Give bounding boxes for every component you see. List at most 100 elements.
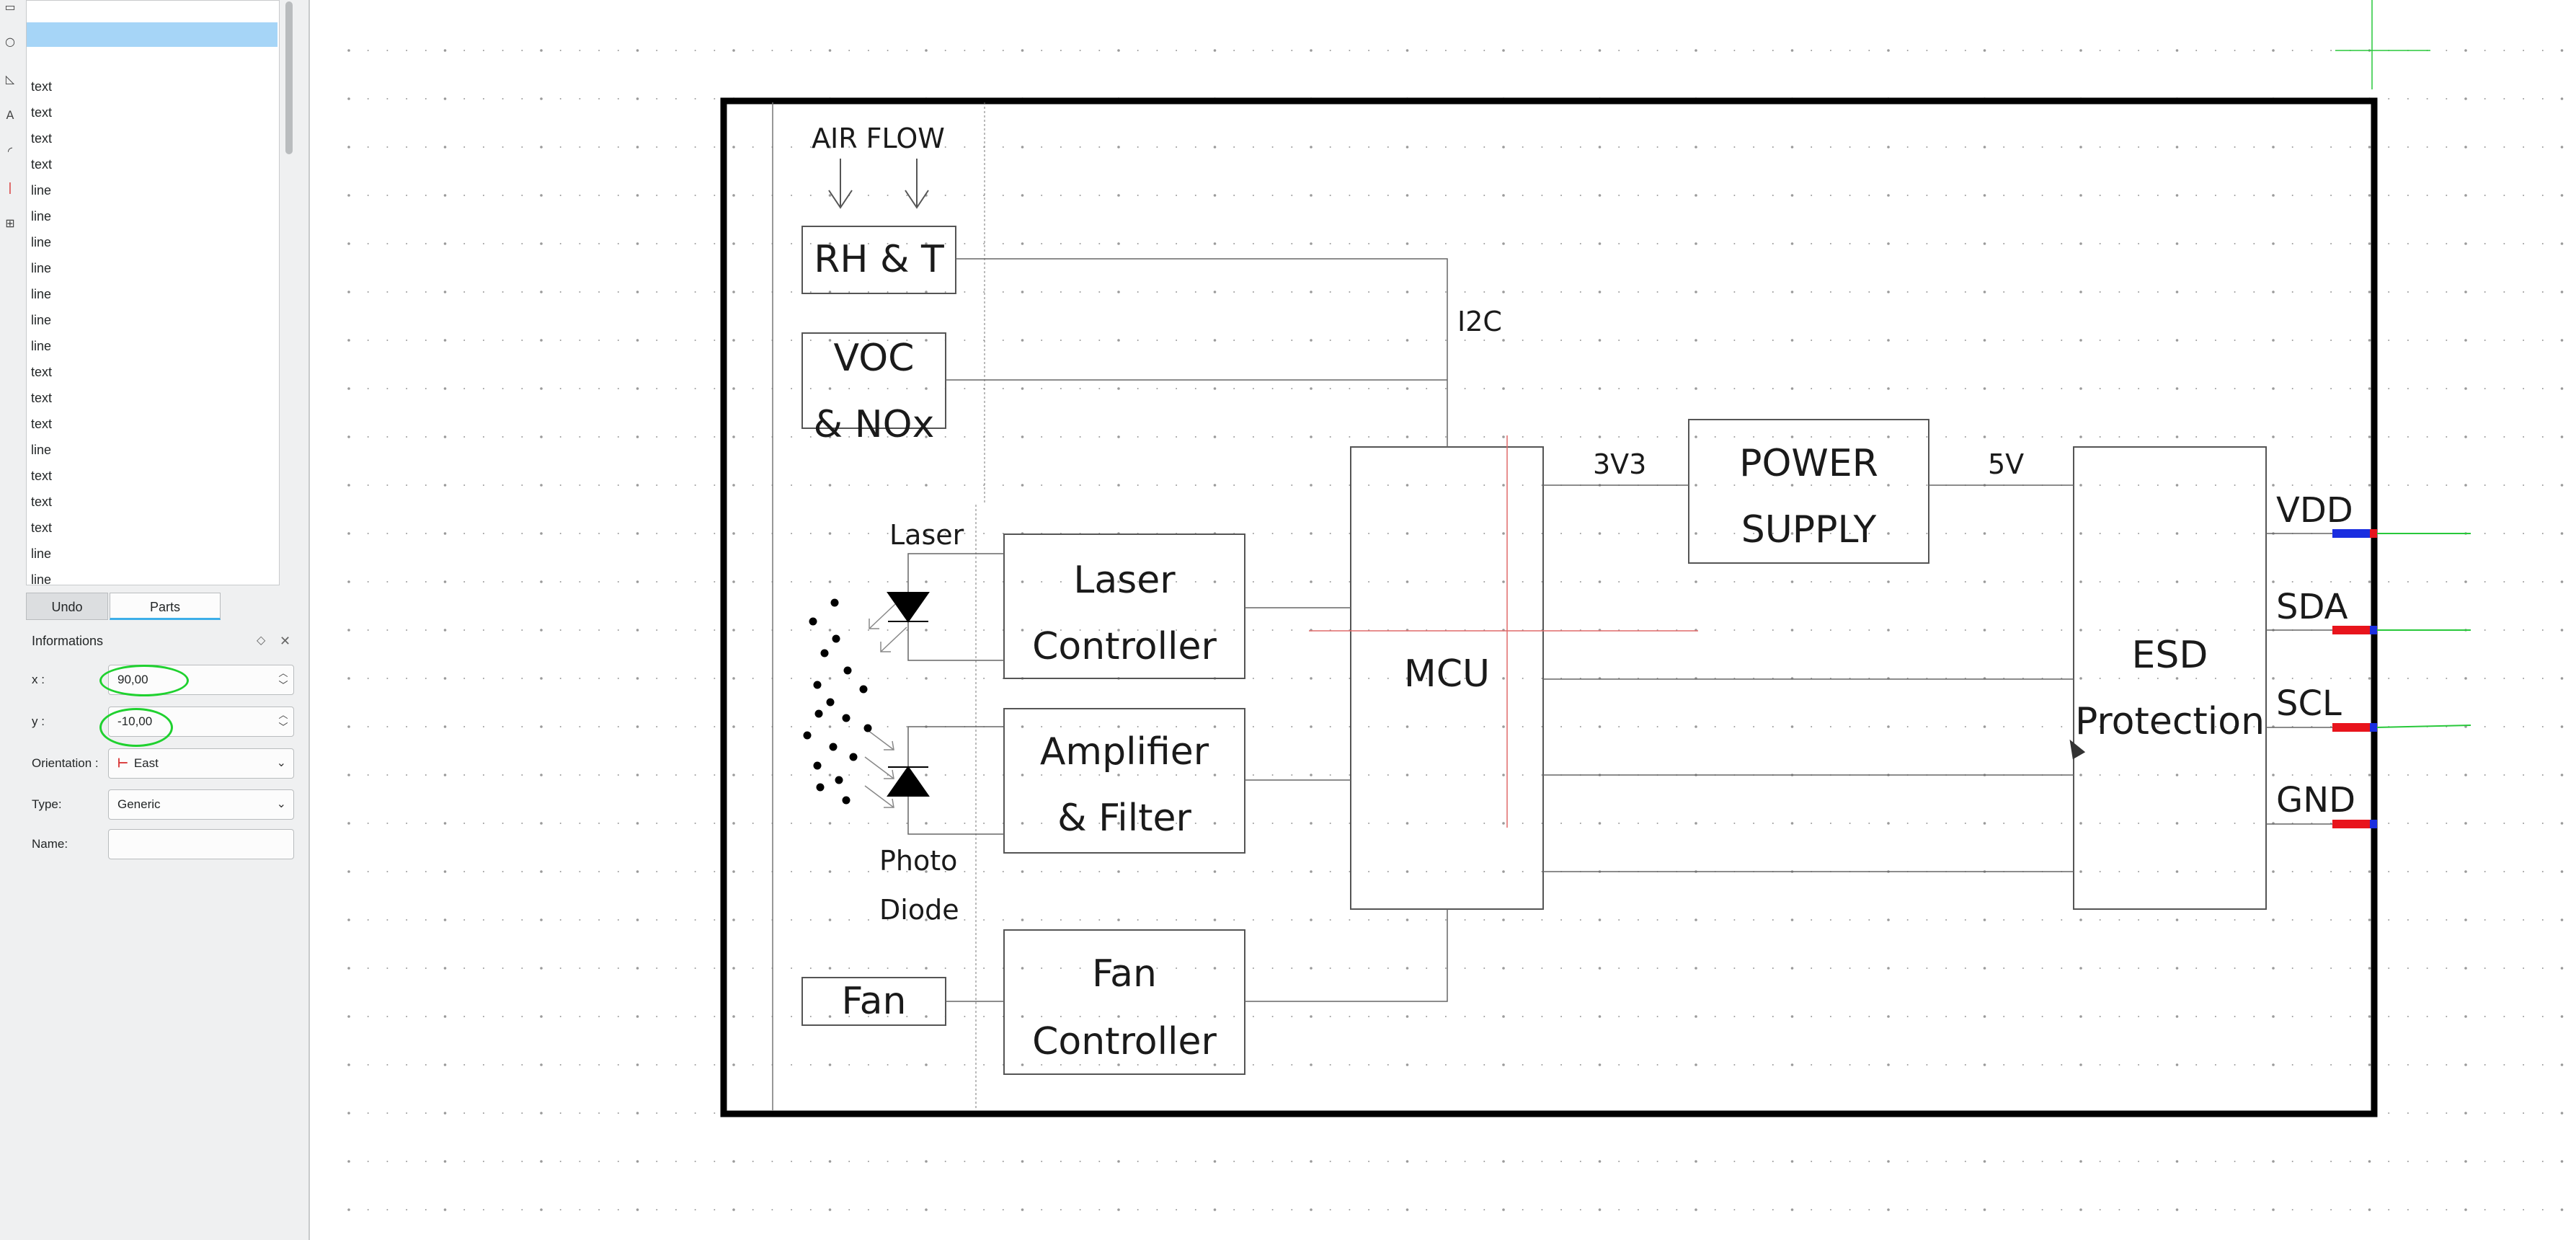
spin-arrows-icon[interactable]: ︿﹀: [278, 668, 288, 691]
ellipse-tool-icon[interactable]: ○: [5, 35, 15, 48]
list-item[interactable]: text: [31, 105, 53, 120]
element-diagram: [347, 0, 2564, 1211]
list-item[interactable]: text: [31, 391, 53, 405]
power-supply-box: [1688, 419, 1929, 564]
polygon-tool-icon[interactable]: ◺: [5, 72, 15, 86]
rh-t-label: RH & T: [814, 238, 944, 281]
east-orientation-icon: ⊢: [117, 756, 128, 770]
parts-list[interactable]: text text text text line line line line …: [26, 0, 280, 585]
esd-line1: ESD: [2131, 634, 2208, 677]
arc-tool-icon[interactable]: ◜: [7, 144, 13, 158]
list-item[interactable]: line: [31, 261, 52, 275]
list-item[interactable]: line: [31, 313, 52, 327]
amplifier-box: [1003, 708, 1245, 854]
scl-label: SCL: [2276, 683, 2342, 724]
rh-t-box: [801, 226, 956, 294]
list-scrollbar[interactable]: [283, 0, 296, 585]
informations-header: Informations ◇ ✕: [26, 629, 300, 653]
drawing-canvas[interactable]: AIR FLOW RH & T VOC & NOx I2C Laser Lase…: [310, 0, 2576, 1240]
name-label: Name:: [32, 837, 68, 851]
type-value: Generic: [117, 797, 161, 811]
outer-frame: [720, 97, 2378, 1117]
rectangle-tool-icon[interactable]: ▭: [4, 0, 16, 14]
fan-label: Fan: [841, 980, 907, 1023]
y-value: -10,00: [117, 714, 153, 728]
air-flow-arrows: [828, 159, 929, 209]
fan-controller-line1: Fan: [1092, 952, 1157, 996]
selection-crosshair: [1309, 435, 1698, 828]
name-field[interactable]: [108, 829, 294, 859]
photo-incident-arrows: [864, 727, 894, 808]
power-supply-line2: SUPPLY: [1741, 508, 1877, 552]
tab-parts[interactable]: Parts: [110, 593, 221, 620]
terminal-tool-icon[interactable]: |: [8, 180, 12, 194]
voc-label-line1: VOC: [833, 337, 915, 380]
laser-controller-line1: Laser: [1073, 559, 1176, 602]
list-item[interactable]: line: [31, 572, 52, 585]
laser-label: Laser: [889, 519, 964, 551]
photo-diode-line1: Photo: [879, 845, 958, 877]
chevron-down-icon: ⌄: [276, 757, 286, 769]
list-item[interactable]: text: [31, 495, 53, 509]
spin-arrows-icon[interactable]: ︿﹀: [278, 709, 288, 732]
type-label: Type:: [32, 797, 62, 811]
list-item[interactable]: text: [31, 469, 53, 483]
list-item[interactable]: text: [31, 365, 53, 379]
fan-controller-box: [1003, 929, 1245, 1075]
wires: [907, 258, 2335, 1002]
particles: [803, 598, 872, 805]
voc-label-line2: & NOx: [813, 403, 935, 446]
3v3-label: 3V3: [1593, 448, 1647, 480]
type-select[interactable]: Generic ⌄: [108, 789, 294, 820]
list-item[interactable]: text: [31, 521, 53, 535]
x-label: x :: [32, 673, 45, 686]
laser-controller-box: [1003, 533, 1245, 679]
list-item[interactable]: line: [31, 183, 52, 198]
list-item[interactable]: text: [31, 131, 53, 146]
amplifier-line2: & Filter: [1057, 797, 1191, 840]
mcu-label: MCU: [1403, 652, 1491, 696]
close-dock-icon[interactable]: ✕: [280, 634, 291, 648]
list-item[interactable]: line: [31, 339, 52, 353]
y-label: y :: [32, 714, 45, 728]
list-item[interactable]: text: [31, 417, 53, 431]
tab-undo[interactable]: Undo: [26, 593, 108, 620]
voc-box: [801, 332, 946, 429]
tool-strip: ▭ ○ ◺ A ◜ | ⊞: [0, 0, 25, 238]
float-dock-icon[interactable]: ◇: [257, 634, 266, 647]
scrollbar-thumb[interactable]: [285, 1, 293, 154]
list-item[interactable]: text: [31, 79, 53, 94]
informations-title: Informations: [32, 634, 104, 648]
list-item[interactable]: line: [31, 209, 52, 223]
list-item[interactable]: line: [31, 443, 52, 457]
list-item[interactable]: line: [31, 235, 52, 249]
air-flow-label: AIR FLOW: [812, 123, 945, 154]
esd-line2: Protection: [2074, 700, 2265, 743]
power-supply-line1: POWER: [1739, 442, 1878, 485]
laser-controller-line2: Controller: [1032, 625, 1217, 668]
photo-diode-line2: Diode: [879, 894, 959, 926]
terminals: [2332, 529, 2471, 828]
orientation-value: East: [133, 756, 159, 770]
x-spinbox[interactable]: 90,00 ︿﹀: [108, 665, 294, 695]
orientation-select[interactable]: ⊢ East ⌄: [108, 748, 294, 779]
list-item[interactable]: text: [31, 157, 53, 172]
x-value: 90,00: [117, 673, 148, 686]
esd-box: [2073, 446, 2267, 910]
list-item[interactable]: line: [31, 287, 52, 301]
laser-diode-icon: [887, 592, 930, 623]
text-tool-icon[interactable]: A: [6, 108, 14, 122]
list-item[interactable]: line: [31, 546, 52, 561]
textfield-tool-icon[interactable]: ⊞: [5, 216, 15, 230]
gnd-label: GND: [2276, 780, 2356, 820]
orientation-label: Orientation :: [32, 756, 99, 770]
i2c-label: I2C: [1457, 306, 1502, 337]
y-spinbox[interactable]: -10,00 ︿﹀: [108, 707, 294, 737]
photo-diode-icon: [887, 766, 930, 797]
selected-list-item[interactable]: [27, 22, 277, 47]
chevron-down-icon: ⌄: [276, 798, 286, 810]
amplifier-line1: Amplifier: [1039, 730, 1209, 774]
fan-controller-line2: Controller: [1032, 1020, 1217, 1063]
vdd-label: VDD: [2276, 490, 2353, 531]
laser-emission-arrows: [869, 603, 907, 652]
